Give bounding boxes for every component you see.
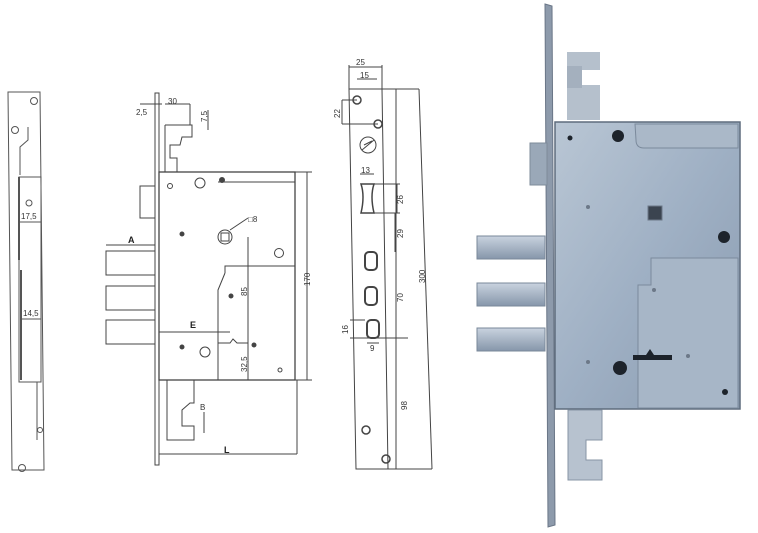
front-lock-drawing [105,92,312,466]
front-dim-offset: 2,5 [136,108,148,117]
front-dim-top-depth: 7,5 [200,110,209,122]
plate-dim-bolt-width: 9 [370,344,375,353]
front-dim-85: 85 [240,287,249,296]
side-profile-drawing [7,91,45,472]
plate-dim-hole-offset: 15 [360,71,369,80]
lock-photo [476,3,741,528]
front-dim-spindle: □8 [248,215,258,224]
side-dim-2: 14,5 [23,309,39,318]
side-dim-1: 17,5 [21,212,37,221]
plate-dim-latch-to-bolt: 29 [396,229,405,238]
plate-dim-total-length: 300 [418,269,427,283]
plate-dim-width: 25 [356,58,365,67]
front-dim-top-width: 30 [168,97,177,106]
front-dim-height: 170 [303,272,312,286]
plate-dim-latch-width: 13 [361,166,370,175]
plate-dim-hole-spacing: 22 [333,109,342,118]
plate-dim-latch-height: 26 [396,195,405,204]
plate-dim-bottom: 98 [400,401,409,410]
faceplate-drawing [341,65,433,470]
label-l: L [224,445,230,455]
label-a: A [128,235,135,245]
plate-dim-bolt-spacing: 70 [396,293,405,302]
front-dim-32-5: 32,5 [240,356,249,372]
label-b: B [200,403,205,412]
plate-dim-bolt-height: 16 [341,325,350,334]
label-e: E [190,320,196,330]
